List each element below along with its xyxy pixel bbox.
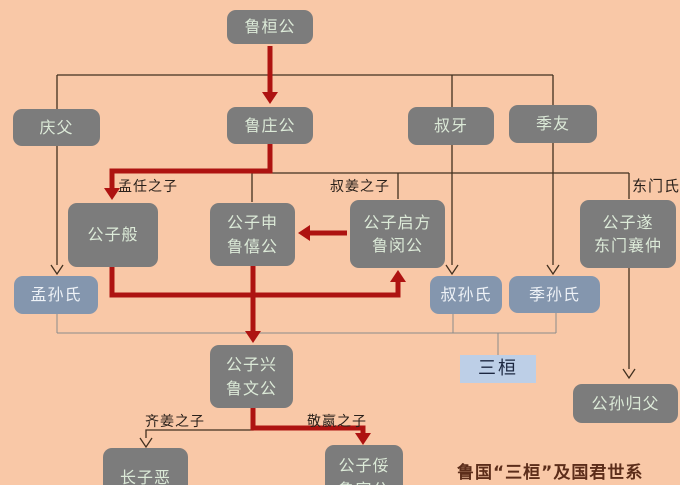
sanhuan-connector-lines <box>56 313 557 355</box>
node-lu-zhuang-gong: 鲁庄公 <box>227 107 313 144</box>
node-gongsun-guifu: 公孙归父 <box>573 384 678 423</box>
node-gongzi-sui: 公子遂 东门襄仲 <box>580 200 676 268</box>
edge-label-shujiang-zhizi: 叔姜之子 <box>330 179 390 195</box>
node-jisun-shi: 季孙氏 <box>509 276 600 313</box>
diagram-caption: 鲁国“三桓”及国君世系 <box>457 463 644 483</box>
node-shu-ya: 叔牙 <box>408 107 494 145</box>
red-arrowheads <box>104 92 406 445</box>
node-zhangzi-e: 长子恶 <box>103 448 188 485</box>
black-family-lines <box>50 74 636 449</box>
node-ji-you: 季友 <box>509 105 597 143</box>
node-shusun-shi: 叔孙氏 <box>430 276 502 314</box>
node-lu-huan-gong: 鲁桓公 <box>227 10 313 44</box>
node-gongzi-qifang: 公子启方 鲁闵公 <box>350 200 445 268</box>
node-san-huan: 三桓 <box>460 355 536 383</box>
node-gongzi-tui: 公子俀 鲁宣公 <box>325 445 403 485</box>
node-qing-fu: 庆父 <box>13 109 100 146</box>
node-gongzi-shen: 公子申 鲁僖公 <box>210 203 295 266</box>
red-succession-arrows <box>109 46 401 434</box>
node-mengsun-shi: 孟孙氏 <box>14 276 98 314</box>
node-gongzi-ban: 公子般 <box>68 203 158 267</box>
edge-label-mengren-zhizi: 孟任之子 <box>118 179 178 195</box>
edge-label-qijiang-zhizi: 齐姜之子 <box>145 414 205 430</box>
edge-label-jingying-zhizi: 敬嬴之子 <box>307 414 367 430</box>
edge-label-dongmen-shi: 东门氏 <box>632 177 680 195</box>
node-gongzi-xing: 公子兴 鲁文公 <box>210 345 293 408</box>
